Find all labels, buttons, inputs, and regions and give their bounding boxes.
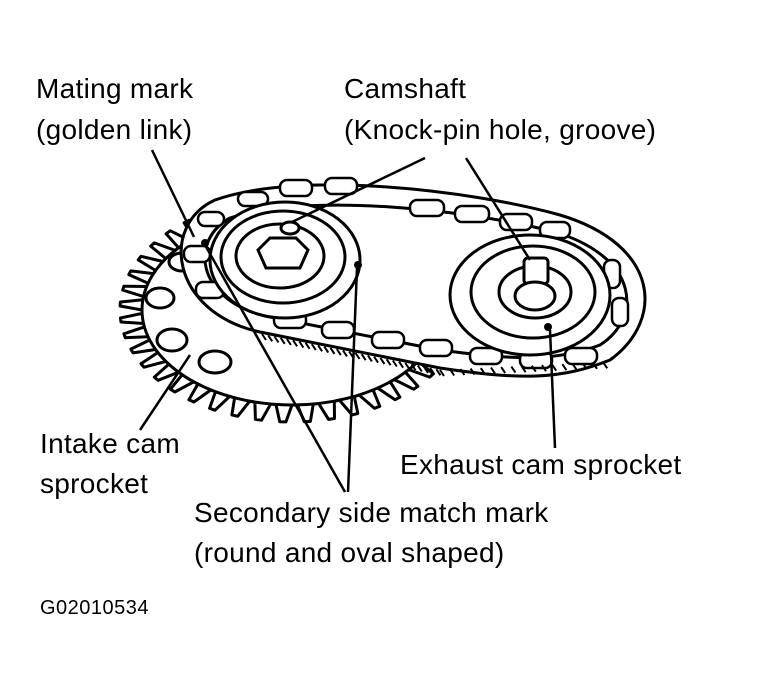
chain-pins bbox=[261, 333, 609, 377]
secondary-mark-oval bbox=[544, 323, 552, 331]
secondary-mark-label: Secondary side match mark bbox=[194, 497, 549, 528]
camshaft-label: Camshaft bbox=[344, 73, 467, 104]
figure-code: G02010534 bbox=[40, 597, 150, 619]
secondary-mark-sublabel: (round and oval shaped) bbox=[194, 537, 505, 568]
intake-cam-label: Intake cam bbox=[40, 428, 180, 459]
leader-lines bbox=[138, 149, 557, 493]
intake-cam-sublabel: sprocket bbox=[40, 468, 149, 499]
mating-mark-label: Mating mark bbox=[36, 73, 194, 104]
camshaft-sublabel: (Knock-pin hole, groove) bbox=[344, 114, 657, 145]
secondary-mark-round bbox=[354, 261, 362, 269]
exhaust-cam-label: Exhaust cam sprocket bbox=[400, 449, 682, 480]
mating-mark-dot bbox=[201, 239, 209, 247]
camshaft-groove bbox=[522, 256, 550, 286]
match-marks bbox=[201, 239, 552, 331]
exhaust-cam-sprocket bbox=[448, 233, 612, 357]
intake-cam-hub bbox=[208, 200, 362, 320]
mating-mark-sublabel: (golden link) bbox=[36, 114, 193, 145]
knock-pin-hole bbox=[279, 220, 301, 236]
